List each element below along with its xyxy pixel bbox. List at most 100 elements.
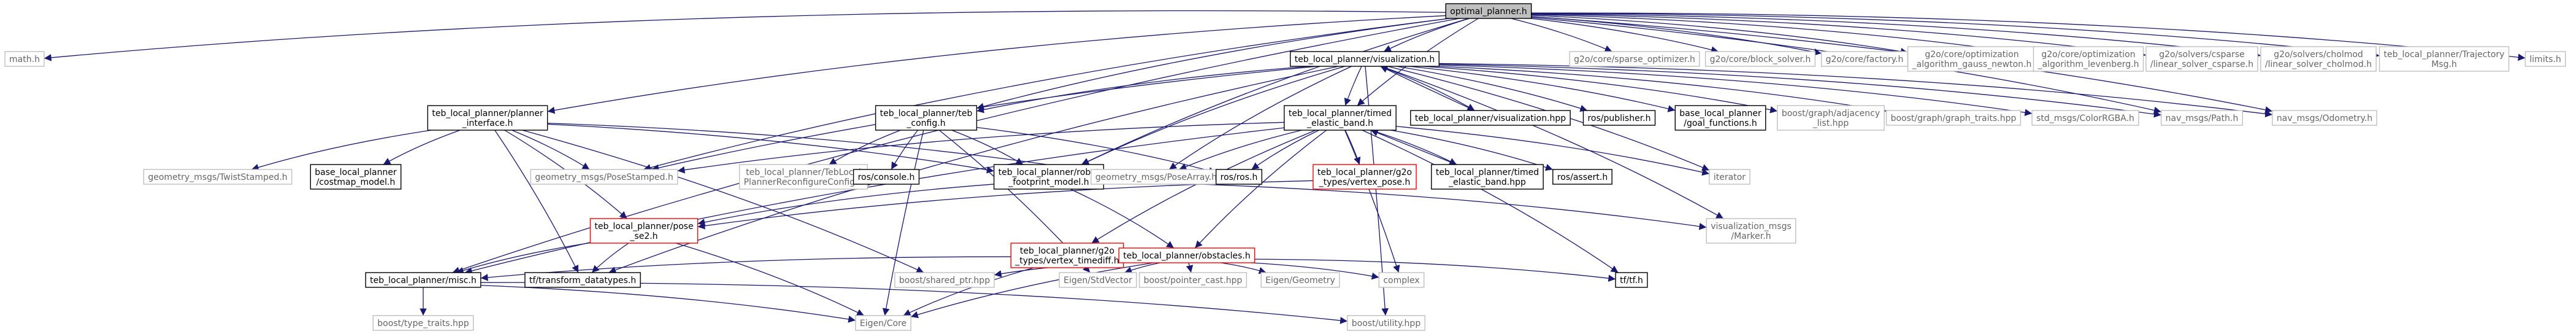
node-label: teb_local_planner/robot (999, 168, 1100, 177)
node-ros-assert[interactable]: ros/assert.h (1552, 169, 1612, 185)
node-label: boost/type_traits.hpp (377, 319, 469, 328)
node-box (1445, 3, 1532, 19)
node-label: /Marker.h (1731, 231, 1771, 241)
node-label: boost/shared_ptr.hpp (899, 276, 990, 285)
node-tf-tf[interactable]: tf/tf.h (1615, 272, 1648, 288)
node-box (853, 169, 920, 185)
node-boost-graph-traits: boost/graph/graph_traits.hpp (1885, 110, 2022, 126)
node-boost-utility: boost/utility.hpp (1347, 315, 1425, 331)
edge-viz-h-to-geo-pose-array (1168, 66, 1352, 170)
node-optimal-planner-h[interactable]: optimal_planner.h (1445, 3, 1532, 19)
edge-pose-se2-to-misc-h (456, 242, 591, 274)
node-label: teb_local_planner/teb (880, 109, 973, 118)
node-complex: complex (1378, 272, 1425, 288)
node-ros-console[interactable]: ros/console.h (853, 169, 920, 185)
node-obstacles-h[interactable]: teb_local_planner/obstacles.h (1118, 247, 1255, 263)
node-label: _algorithm_levenberg.h (2037, 60, 2139, 69)
node-iterator: iterator (1709, 169, 1750, 185)
node-misc-h[interactable]: teb_local_planner/misc.h (365, 272, 481, 288)
edge-timed-elastic-band-h-to-iterator (1396, 126, 1710, 176)
node-box (1674, 105, 1766, 131)
edge-viz-hpp-to-viz-h (1380, 66, 1475, 111)
node-label: nav_msgs/Path.h (2166, 114, 2239, 123)
edge-viz-h-to-boost-graph-traits (1438, 66, 1887, 114)
node-std-color: std_msgs/ColorRGBA.h (2031, 110, 2139, 126)
node-label: g2o/core/sparse_optimizer.h (1574, 55, 1695, 64)
node-ros-publisher[interactable]: ros/publisher.h (1582, 110, 1656, 126)
node-box (143, 169, 293, 185)
node-label: complex (1383, 276, 1419, 285)
node-viz-h[interactable]: teb_local_planner/visualization.h (1290, 51, 1439, 67)
node-label: teb_local_planner/visualization.hpp (1415, 114, 1566, 123)
node-base-costmap[interactable]: base_local_planner/costmap_model.h (310, 164, 402, 190)
node-eigen-core: Eigen/Core (855, 315, 911, 331)
node-label: visualization_msgs (1711, 222, 1792, 231)
node-boost-type-traits: boost/type_traits.hpp (372, 315, 474, 331)
node-viz-marker: visualization_msgs/Marker.h (1706, 218, 1796, 244)
node-label: teb_local_planner/g2o (1317, 168, 1412, 177)
node-timed-elastic-band-h[interactable]: teb_local_planner/timed_elastic_band.h (1284, 105, 1397, 131)
node-box (1059, 272, 1137, 288)
node-label: base_local_planner (315, 168, 397, 177)
node-label: tf/transform_datatypes.h (529, 276, 636, 285)
node-label: limits.h (2529, 55, 2561, 64)
node-g2o-csparse: g2o/solvers/csparse/linear_solver_cspars… (2145, 46, 2258, 72)
node-box (2272, 110, 2377, 126)
edge-optimal-planner-h-to-geo-pose-stamped (643, 18, 1449, 171)
node-g2o-vertex-pose[interactable]: teb_local_planner/g2o_types/vertex_pose.… (1313, 164, 1417, 190)
edge-planner-interface-h-to-geo-twist (251, 130, 432, 171)
node-label: _types/vertex_pose.h (1319, 177, 1411, 187)
node-planner-interface-h[interactable]: teb_local_planner/planner_interface.h (427, 105, 548, 131)
edge-obstacles-h-to-tf-tf (1254, 258, 1616, 282)
node-box (1215, 169, 1263, 185)
node-label: Msg.h (2431, 60, 2457, 69)
node-box (530, 169, 678, 185)
node-base-goal[interactable]: base_local_planner/goal_functions.h (1674, 105, 1766, 131)
edge-misc-h-to-eigen-core (480, 285, 856, 323)
node-box (1347, 315, 1425, 331)
node-box (1569, 51, 1700, 67)
edge-timed-elastic-band-h-to-timed-elastic-band-hpp (1370, 130, 1457, 165)
edge-optimal-planner-h-to-g2o-sparse (1511, 18, 1612, 52)
node-g2o-sparse: g2o/core/sparse_optimizer.h (1569, 51, 1700, 67)
node-box (1885, 110, 2022, 126)
node-viz-hpp[interactable]: teb_local_planner/visualization.hpp (1410, 110, 1571, 126)
edge-viz-h-to-robot-footprint (1081, 66, 1345, 165)
node-label: g2o/core/block_solver.h (1710, 55, 1811, 64)
node-teb-reconf: teb_local_planner/TebLocalPlannerReconfi… (738, 164, 868, 190)
node-box (1704, 51, 1816, 67)
edge-robot-footprint-to-obstacles-h (1070, 188, 1175, 249)
edge-optimal-planner-h-to-robot-footprint (1081, 18, 1470, 165)
node-box (855, 315, 911, 331)
node-ros-ros[interactable]: ros/ros.h (1215, 169, 1263, 185)
node-pose-se2[interactable]: teb_local_planner/pose_se2.h (589, 218, 699, 244)
node-label: teb_local_planner/planner (432, 109, 543, 118)
node-limits-h: limits.h (2524, 51, 2566, 67)
node-box (2524, 51, 2566, 67)
node-label: /linear_solver_cholmod.h (2265, 60, 2372, 69)
node-label: /costmap_model.h (316, 177, 396, 187)
edge-timed-elastic-band-h-to-complex (1344, 130, 1400, 273)
node-teb-config-h[interactable]: teb_local_planner/teb_config.h (875, 105, 978, 131)
node-box (1615, 272, 1648, 288)
node-label: g2o/core/optimization (1925, 50, 2018, 60)
node-box (1582, 110, 1656, 126)
node-label: teb_local_planner/TebLocal (746, 168, 861, 177)
node-label: teb_local_planner/visualization.h (1295, 55, 1435, 64)
edge-teb-config-h-to-ros-ros (976, 126, 1216, 174)
edge-optimal-planner-h-to-viz-h (1383, 18, 1470, 52)
node-label: PlannerReconfigureConfig.h (744, 177, 864, 187)
node-timed-elastic-band-hpp[interactable]: teb_local_planner/timed_elastic_band.hpp (1431, 164, 1544, 190)
node-label: teb_local_planner/g2o (1020, 246, 1114, 256)
node-g2o-vertex-timediff[interactable]: teb_local_planner/g2o_types/vertex_timed… (1010, 243, 1124, 268)
node-box (310, 164, 402, 190)
edge-viz-h-to-std-color (1439, 64, 2033, 116)
node-label: boost/graph/adjacency (1782, 109, 1880, 118)
node-robot-footprint[interactable]: teb_local_planner/robot_footprint_model.… (993, 164, 1105, 190)
node-box (427, 105, 548, 131)
edge-timed-elastic-band-hpp-to-timed-elastic-band-h (1370, 129, 1457, 165)
node-tf-datatypes[interactable]: tf/transform_datatypes.h (524, 272, 641, 288)
node-label: ros/assert.h (1557, 173, 1608, 182)
node-label: nav_msgs/Odometry.h (2277, 114, 2372, 123)
edge-planner-interface-h-to-base-costmap (383, 130, 461, 165)
